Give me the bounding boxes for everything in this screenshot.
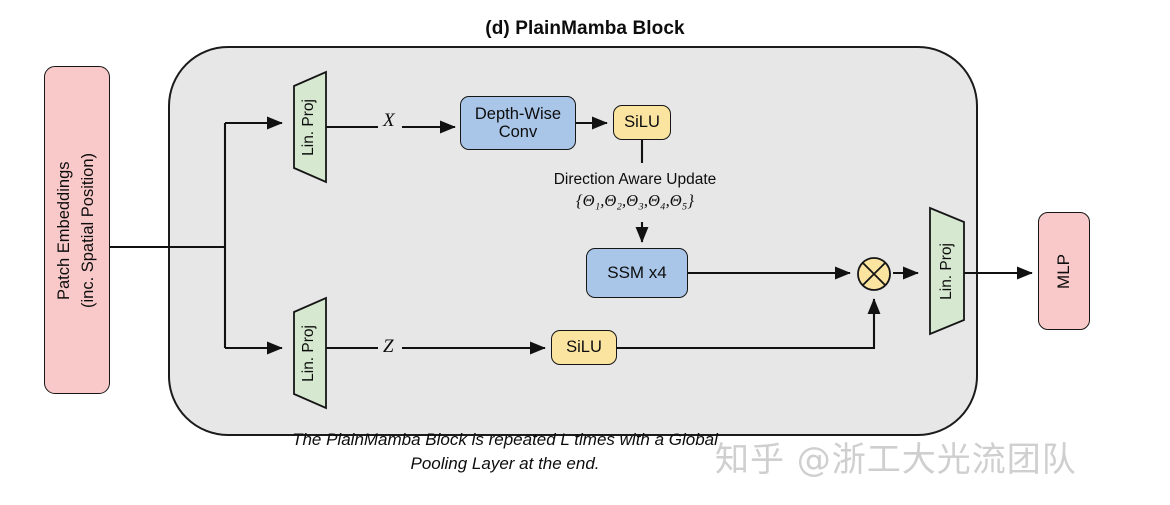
- direction-aware-update-annotation: Direction Aware Update {Θ₁,Θ₂,Θ₃,Θ₄,Θ₅}: [470, 170, 800, 212]
- figure-caption: The PlainMamba Block is repeated L times…: [292, 430, 718, 474]
- depthwise-conv-line1: Depth-Wise: [474, 104, 562, 123]
- silu-bottom-node: SiLU: [551, 330, 617, 365]
- tensor-label-x: X: [383, 110, 395, 131]
- multiply-operator-icon: [856, 256, 892, 292]
- watermark-text: 知乎 @浙工大光流团队: [715, 440, 1077, 480]
- direction-aware-update-params: {Θ₁,Θ₂,Θ₃,Θ₄,Θ₅}: [576, 191, 694, 211]
- linear-projection-bottom-node: Lin. Proj: [288, 296, 330, 410]
- linear-projection-top-node: Lin. Proj: [288, 70, 330, 184]
- depthwise-conv-line2: Conv: [498, 123, 538, 141]
- patch-embeddings-line1: Patch Embeddings: [55, 160, 74, 300]
- mlp-node: MLP: [1038, 212, 1090, 330]
- patch-embeddings-node: Patch Embeddings (inc. Spatial Position): [44, 66, 110, 394]
- direction-aware-update-title: Direction Aware Update: [553, 171, 717, 188]
- tensor-label-z: Z: [383, 336, 394, 357]
- silu-top-node: SiLU: [613, 105, 671, 140]
- figure-title: (d) PlainMamba Block: [485, 18, 685, 39]
- ssm-node: SSM x4: [586, 248, 688, 298]
- mlp-label: MLP: [1054, 253, 1074, 289]
- patch-embeddings-line2: (inc. Spatial Position): [79, 152, 97, 308]
- linear-projection-right-node: Lin. Proj: [925, 206, 969, 336]
- depthwise-conv-node: Depth-Wise Conv: [460, 96, 576, 150]
